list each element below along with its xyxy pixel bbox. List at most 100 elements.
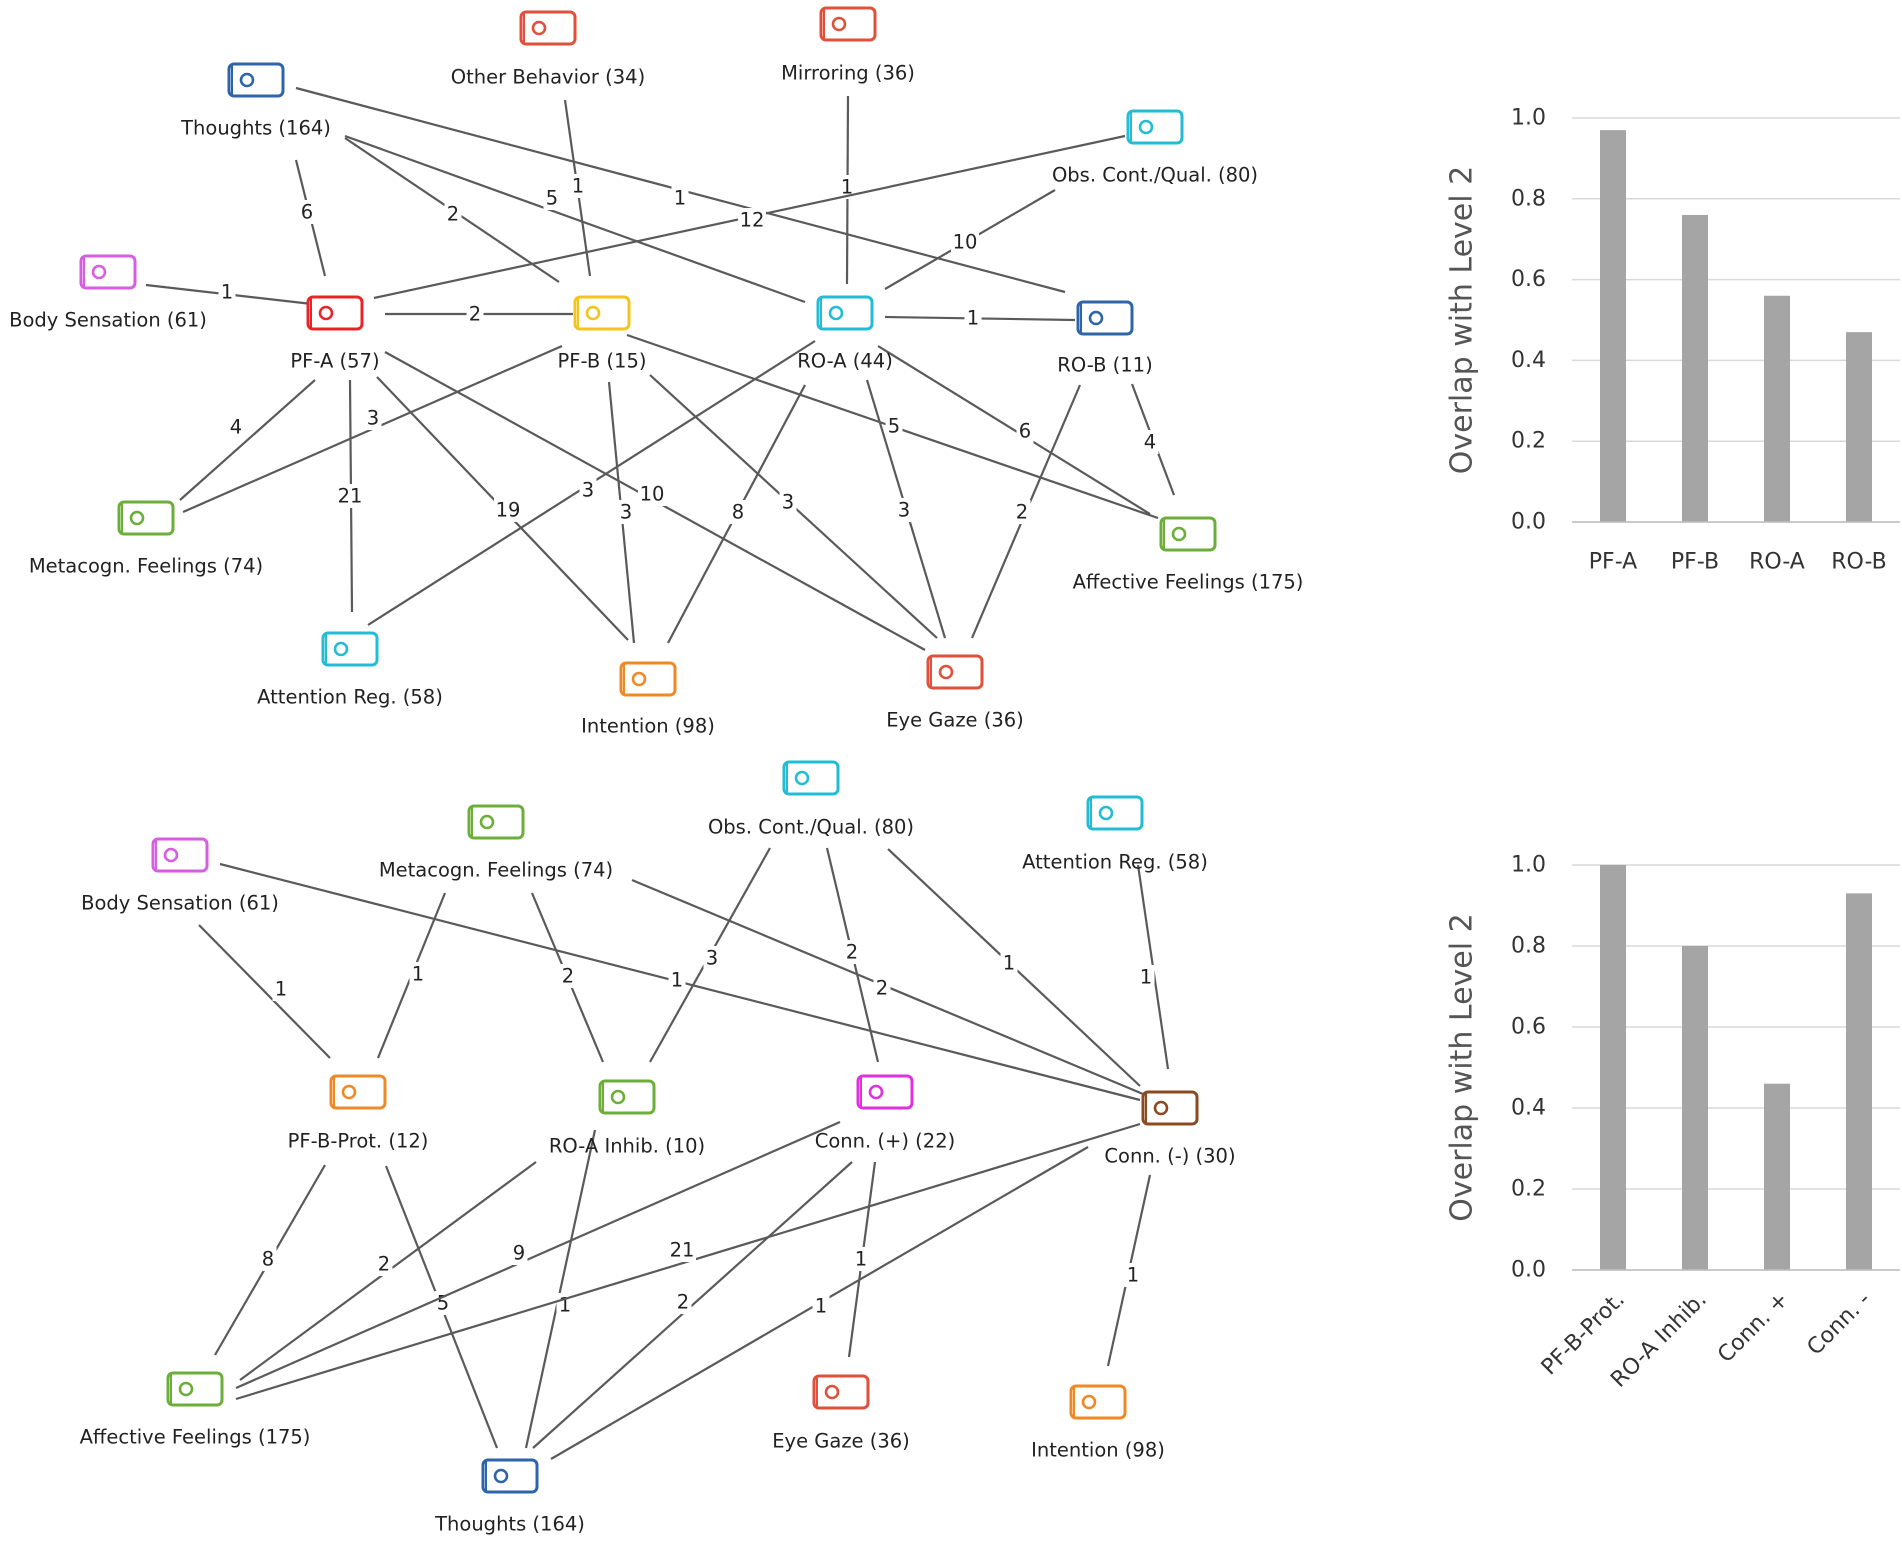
node-label: Attention Reg. (58) [1022,851,1208,874]
x-category-label: RO-B [1831,550,1886,575]
edge-obs-pfa: 12 [373,134,1126,300]
node-obs: Obs. Cont./Qual. (80) [708,760,914,839]
edge-weight-label: 12 [740,209,765,232]
node-label: PF-B (15) [558,350,647,373]
node-tag-icon [227,62,285,98]
x-category-label: Conn. - [1803,1287,1876,1360]
edge-weight-label: 1 [1127,1264,1139,1287]
node-label: RO-A (44) [797,350,893,373]
edge-roa-rob: 1 [884,306,1076,330]
y-axis-title: Overlap with Level 2 [1445,913,1480,1221]
edge-line [524,1129,597,1449]
node-roa: RO-A (44) [797,295,893,373]
edge-pfb-intent: 3 [607,381,636,644]
y-tick-label: 0.4 [1511,1096,1546,1121]
node-eye: Eye Gaze (36) [772,1374,910,1453]
node-label: Conn. (-) (30) [1104,1145,1235,1168]
node-pfb: PF-B (15) [558,295,647,373]
edge-weight-label: 2 [447,203,459,226]
edge-connplus-thoughts: 2 [532,1161,853,1449]
edge-roainhib-affect: 2 [239,1161,537,1381]
node-intent: Intention (98) [581,661,715,738]
node-mirroring: Mirroring (36) [781,6,915,85]
edge-weight-label: 21 [338,485,363,508]
node-rob: RO-B (11) [1057,300,1153,377]
edge-weight-label: 2 [876,977,888,1000]
edge-pfb-meta: 3 [182,344,563,514]
node-label: Thoughts (164) [180,117,331,140]
y-tick-label: 1.0 [1511,853,1546,878]
x-category-label: PF-B [1671,550,1719,575]
edge-pfa-attn: 21 [336,379,364,613]
node-tag-icon [619,661,677,697]
node-intent: Intention (98) [1031,1384,1165,1462]
node-meta: Metacogn. Feelings (74) [29,500,263,578]
edge-line [344,134,806,304]
edge-obs-connplus: 2 [825,847,880,1063]
edge-line [532,1161,853,1449]
node-tag-icon [79,254,137,290]
edge-weight-label: 10 [953,231,978,254]
edge-weight-label: 1 [967,307,979,330]
edge-weight-label: 6 [1019,420,1031,443]
edge-pfb-eye: 3 [649,374,938,639]
node-tag-icon [1126,109,1184,145]
node-tag-icon [926,654,984,690]
edge-thoughts-pfb: 2 [344,137,560,283]
edge-pfa-meta: 4 [179,379,316,501]
edge-weight-label: 10 [640,483,665,506]
y-tick-label: 0.6 [1511,1015,1546,1040]
node-label: Affective Feelings (175) [80,1426,311,1449]
edge-connminus-affect: 21 [235,1122,1141,1401]
edge-weight-label: 8 [262,1248,274,1271]
node-label: Thoughts (164) [434,1513,585,1536]
node-label: Mirroring (36) [781,62,915,85]
y-tick-label: 0.4 [1511,348,1546,373]
edge-weight-label: 4 [230,416,242,439]
edge-weight-label: 1 [815,1295,827,1318]
node-label: Metacogn. Feelings (74) [29,555,263,578]
edge-line [235,1120,841,1390]
edge-weight-label: 2 [677,1291,689,1314]
node-tag-icon [1069,1384,1127,1420]
edge-connminus-thoughts: 1 [550,1146,1089,1460]
edge-thoughts-rob: 1 [295,86,1066,294]
x-axis-categories: PF-B-Prot.RO-A Inhib.Conn. +Conn. - [1537,1287,1876,1392]
edge-roa-affect: 6 [877,345,1151,515]
edge-body-pfa: 1 [145,280,313,306]
edge-obs-roainhib: 3 [649,847,771,1063]
edge-weight-label: 3 [898,499,910,522]
node-tag-icon [1141,1090,1199,1126]
y-axis-ticks: 0.00.20.40.60.81.0 [1511,853,1546,1283]
edge-weight-label: 6 [301,201,313,224]
node-tag-icon [329,1074,387,1110]
node-body: Body Sensation (61) [9,254,207,332]
bars [1600,130,1872,522]
y-tick-label: 0.2 [1511,429,1546,454]
edge-body-connminus: 1 [219,862,1141,1102]
node-tag-icon [1159,516,1217,552]
edge-line [179,379,316,501]
edge-attn-connminus: 1 [1136,864,1170,1070]
y-tick-label: 0.0 [1511,510,1546,535]
node-tag-icon [598,1079,656,1115]
node-label: Obs. Cont./Qual. (80) [1052,164,1258,187]
edge-weight-label: 2 [846,941,858,964]
edge-roainhib-thoughts: 1 [524,1129,597,1449]
y-tick-label: 1.0 [1511,106,1546,131]
node-label: Intention (98) [1031,1439,1165,1462]
node-pfbprot: PF-B-Prot. (12) [288,1074,428,1153]
node-label: Eye Gaze (36) [886,709,1024,732]
node-roainhib: RO-A Inhib. (10) [549,1079,705,1158]
node-tag-icon [151,837,209,873]
node-tag-icon [819,6,877,42]
edge-pfbprot-thoughts: 5 [384,1165,499,1449]
edge-weight-label: 3 [582,479,594,502]
edge-obs-connminus: 1 [887,848,1141,1087]
y-axis-title: Overlap with Level 2 [1445,166,1480,474]
edge-roa-eye: 3 [865,379,947,639]
node-affect: Affective Feelings (175) [80,1371,311,1449]
